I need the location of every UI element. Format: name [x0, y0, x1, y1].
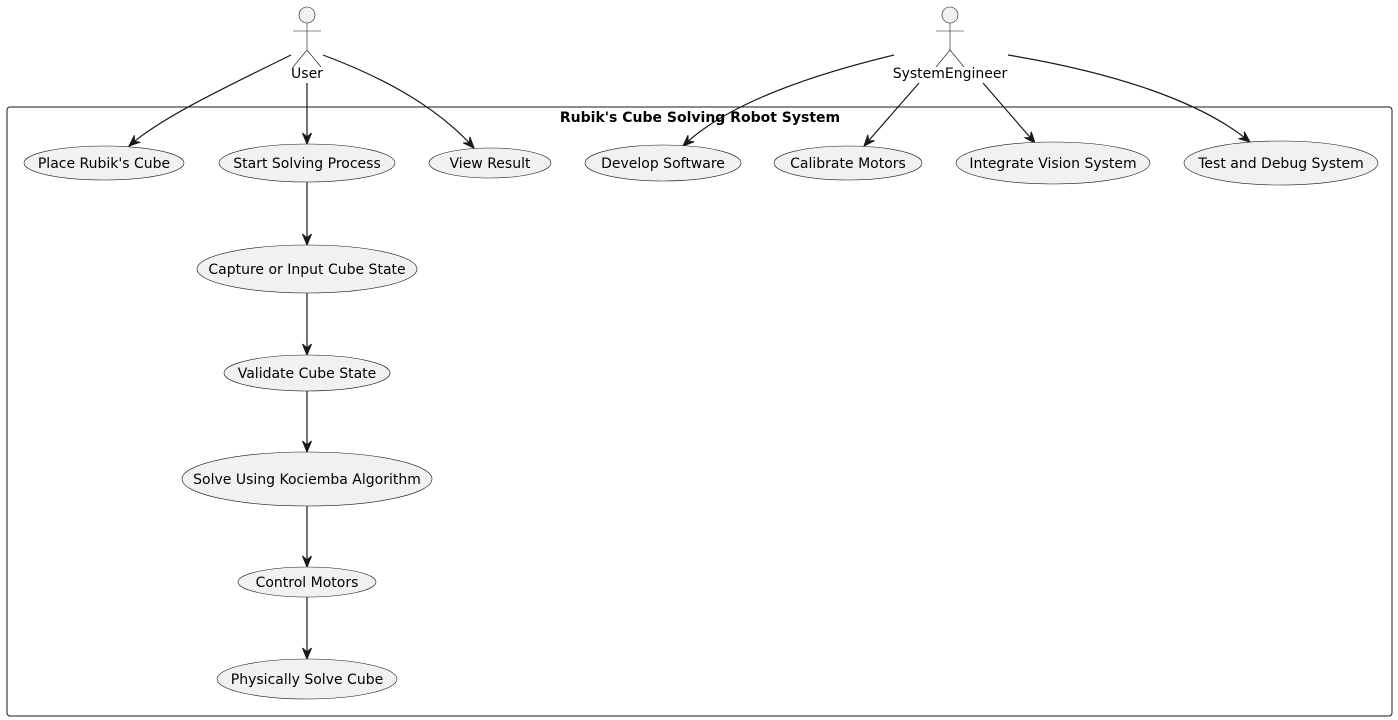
use-case-label: Capture or Input Cube State: [208, 262, 405, 278]
use-case-ellipse: [181, 451, 433, 507]
relation-capture-to-validate: [302, 293, 312, 357]
arrowhead-icon: [302, 233, 312, 247]
use-case-calibrate: Calibrate Motors: [773, 145, 923, 181]
use-case-control: Control Motors: [237, 566, 377, 598]
use-case-label: View Result: [450, 156, 531, 172]
actor-body-icon: [935, 23, 965, 68]
use-case-label: Control Motors: [256, 575, 359, 591]
relation-line: [982, 82, 1036, 144]
arrowhead-icon: [682, 134, 695, 147]
arrowhead-icon: [1238, 131, 1252, 143]
use-case-ellipse: [223, 354, 391, 392]
use-case-capture: Capture or Input Cube State: [196, 244, 418, 294]
arrowhead-icon: [863, 134, 875, 147]
use-case-label: Solve Using Kociemba Algorithm: [193, 472, 421, 488]
relation-engineer-to-calibrate: [863, 82, 920, 147]
use-case-ellipse: [23, 145, 185, 181]
arrowhead-icon: [302, 132, 312, 146]
use-case-label: Calibrate Motors: [790, 156, 906, 172]
relation-engineer-to-integrate: [982, 82, 1036, 145]
actors-layer: User SystemEngineer: [291, 6, 1008, 82]
arrowhead-icon: [302, 343, 312, 357]
use-case-ellipse: [218, 143, 396, 183]
relation-solve-to-control: [302, 506, 312, 569]
use-case-test: Test and Debug System: [1183, 140, 1379, 186]
relation-engineer-to-test: [1007, 54, 1252, 143]
use-case-label: Develop Software: [601, 156, 725, 172]
actor-engineer: SystemEngineer: [893, 6, 1008, 82]
use-case-integrate: Integrate Vision System: [955, 141, 1151, 185]
use-case-label: Integrate Vision System: [969, 156, 1136, 172]
use-case-view: View Result: [428, 147, 552, 179]
use-case-label: Physically Solve Cube: [231, 672, 383, 688]
system-boundary-frame: [6, 106, 1393, 717]
use-case-solve: Solve Using Kociemba Algorithm: [181, 451, 433, 507]
use-case-ellipse: [428, 147, 552, 179]
system-boundary: Rubik's Cube Solving Robot System: [6, 106, 1393, 717]
use-case-label: Start Solving Process: [233, 156, 381, 172]
use-case-validate: Validate Cube State: [223, 354, 391, 392]
relation-start-to-capture: [302, 182, 312, 247]
use-case-ellipse: [955, 141, 1151, 185]
actor-head-icon: [941, 6, 959, 24]
relation-control-to-physical: [302, 597, 312, 661]
relation-line: [863, 82, 920, 147]
system-boundary-title: Rubik's Cube Solving Robot System: [560, 110, 840, 126]
relation-user-to-view: [322, 54, 475, 149]
relation-line: [682, 54, 895, 147]
arrowhead-icon: [127, 135, 141, 147]
arrowhead-icon: [302, 440, 312, 454]
use-case-label: Test and Debug System: [1197, 156, 1364, 172]
use-case-develop: Develop Software: [584, 144, 742, 182]
actor-user: User: [291, 6, 323, 82]
arrowhead-icon: [302, 647, 312, 661]
arrowhead-icon: [302, 555, 312, 569]
actor-label: User: [291, 66, 323, 82]
use-case-label: Place Rubik's Cube: [38, 156, 170, 172]
relation-user-to-start: [302, 83, 312, 146]
use-case-ellipse: [196, 244, 418, 294]
use-case-start: Start Solving Process: [218, 143, 396, 183]
use-case-ellipse: [773, 145, 923, 181]
arrowhead-icon: [1024, 131, 1036, 145]
relation-validate-to-solve: [302, 391, 312, 454]
arrowhead-icon: [462, 136, 475, 149]
use-case-ellipse: [584, 144, 742, 182]
actor-head-icon: [298, 6, 316, 24]
relation-engineer-to-develop: [682, 54, 895, 147]
relations-layer: [127, 54, 1252, 661]
use-case-ellipse: [237, 566, 377, 598]
relation-line: [1007, 54, 1251, 143]
use-case-label: Validate Cube State: [238, 366, 377, 382]
actor-label: SystemEngineer: [893, 66, 1008, 82]
use-case-place: Place Rubik's Cube: [23, 145, 185, 181]
relation-user-to-place: [127, 54, 292, 147]
relation-line: [322, 54, 475, 149]
relation-line: [128, 54, 292, 147]
use-case-physical: Physically Solve Cube: [216, 658, 398, 700]
actor-body-icon: [292, 23, 322, 68]
use-case-ellipse: [1183, 140, 1379, 186]
use-case-ellipse: [216, 658, 398, 700]
